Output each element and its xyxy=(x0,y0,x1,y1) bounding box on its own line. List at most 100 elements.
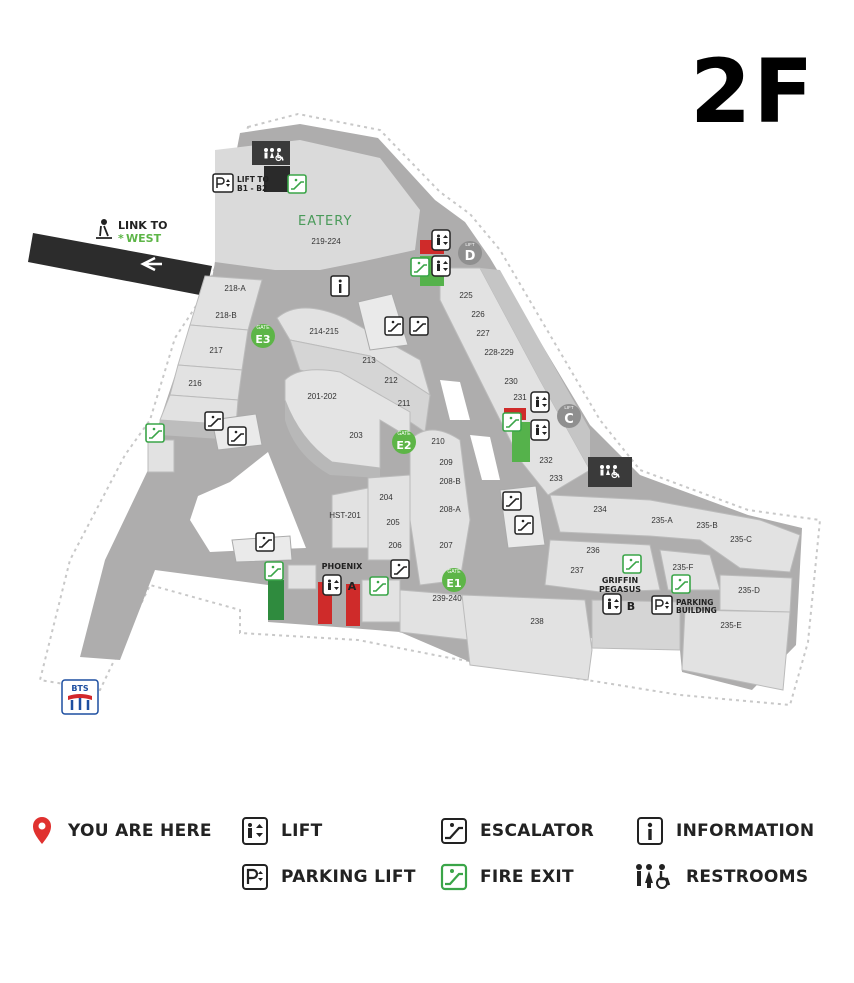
fire-exit-icon xyxy=(369,576,389,596)
information-icon xyxy=(330,275,350,297)
arrow-left-icon xyxy=(140,256,162,272)
unit-number: 227 xyxy=(476,329,490,338)
unit-number: 208-B xyxy=(439,477,460,486)
unit-number: 201-202 xyxy=(307,392,337,401)
unit-number: 233 xyxy=(549,474,563,483)
legend-escalator: ESCALATOR xyxy=(440,816,594,846)
unit-number: 212 xyxy=(384,376,398,385)
parking-label-1: PARKING xyxy=(676,598,713,607)
link-line1: LINK TO xyxy=(118,219,168,232)
link-corridor xyxy=(28,233,212,296)
fire-exit-icon xyxy=(622,554,642,574)
legend-lift: LIFT xyxy=(241,816,323,846)
lift-b-label: B xyxy=(627,600,635,613)
unit-number: 216 xyxy=(188,379,202,388)
unit-number: 228-229 xyxy=(484,348,514,357)
unit-number: 214-215 xyxy=(309,327,339,336)
eatery-units: 219-224 xyxy=(311,237,341,246)
information-icon xyxy=(637,817,663,845)
legend-you-are-here: YOU ARE HERE xyxy=(28,816,212,846)
link-star: * xyxy=(118,232,124,245)
lift-icon xyxy=(602,593,622,615)
unit-number: 230 xyxy=(504,377,518,386)
unit-number: HST-201 xyxy=(329,511,361,520)
parking-lift-icon xyxy=(242,864,268,890)
legend-you-are-here-label: YOU ARE HERE xyxy=(68,821,212,841)
map-boundary xyxy=(38,112,822,707)
unit-number: 235-D xyxy=(738,586,760,595)
unit-number: 231 xyxy=(513,393,527,402)
parking-lift-icon xyxy=(651,595,673,615)
fire-exit-icon xyxy=(440,863,468,891)
unit-number: 205 xyxy=(386,518,400,527)
escalator-icon xyxy=(255,532,275,552)
fire-exit-icon xyxy=(145,423,165,443)
lift-to-label: LIFT TO xyxy=(237,175,269,184)
unit-number: 238 xyxy=(530,617,544,626)
lift-icon xyxy=(530,419,550,441)
unit-number: 235-B xyxy=(696,521,717,530)
unit-number: 235-F xyxy=(673,563,694,572)
lift-d-word: LIFT xyxy=(465,242,475,247)
unit-labels: 225226227228-229230231232233218-A218-B21… xyxy=(188,284,760,630)
unit-number: 235-E xyxy=(720,621,741,630)
unit-number: 235-C xyxy=(730,535,752,544)
legend-escalator-label: ESCALATOR xyxy=(480,821,594,841)
lift-b1-b2-label: B1 - B2 xyxy=(237,184,267,193)
gate-e2-code: E2 xyxy=(396,439,411,452)
escalator-icon xyxy=(441,818,467,844)
unit-number: 225 xyxy=(459,291,473,300)
gate-e3-word: GATE xyxy=(256,325,270,331)
unit-number: 208-A xyxy=(439,505,461,514)
gate-e2-marker: GATE E2 xyxy=(392,430,416,454)
restroom-icon xyxy=(636,864,671,889)
gate-e1-code: E1 xyxy=(446,577,461,590)
lift-d-marker xyxy=(458,241,482,265)
phoenix-label: PHOENIX xyxy=(322,562,363,571)
fire-exit-icon xyxy=(671,574,691,594)
restroom-block-top xyxy=(252,141,290,165)
floor-title: 2F xyxy=(690,40,816,143)
lift-icon xyxy=(530,391,550,413)
bts-logo: BTS xyxy=(61,679,99,715)
pegasus-label: PEGASUS xyxy=(599,585,641,594)
escalator-icon xyxy=(384,316,404,336)
bts-label: BTS xyxy=(71,684,89,693)
unit-number: 211 xyxy=(398,399,411,408)
gate-e1-word: GATE xyxy=(447,569,461,575)
fire-exit-icon xyxy=(410,257,430,277)
fire-exit-icon xyxy=(287,174,307,194)
lift-icon xyxy=(431,229,451,251)
parking-label-2: BUILDING xyxy=(676,606,717,615)
unit-number: 207 xyxy=(439,541,453,550)
unit-number: 237 xyxy=(570,566,584,575)
lift-c-marker xyxy=(557,404,581,428)
floor-map: LIFT D LIFT C GATE E3 GATE E2 GATE E1 LI… xyxy=(28,112,822,715)
unit-number: 234 xyxy=(593,505,607,514)
unit-number: 217 xyxy=(209,346,223,355)
unit-number: 213 xyxy=(362,356,376,365)
location-pin-icon xyxy=(33,817,51,844)
unit-number: 210 xyxy=(431,437,445,446)
legend-information-label: INFORMATION xyxy=(676,821,815,841)
courtyard xyxy=(190,452,306,552)
griffin-label: GRIFFIN xyxy=(602,576,638,585)
lift-icon xyxy=(322,574,342,596)
restroom-block-right xyxy=(588,457,632,487)
unit-number: 209 xyxy=(439,458,453,467)
gate-e3-marker: GATE E3 xyxy=(251,324,275,348)
lift-d-label: D xyxy=(465,249,476,264)
unit-number: 235-A xyxy=(651,516,673,525)
unit-number: 232 xyxy=(539,456,553,465)
unit-number: 226 xyxy=(471,310,485,319)
gate-e2-word: GATE xyxy=(397,431,411,437)
unit-number: 204 xyxy=(379,493,393,502)
legend-restrooms-label: RESTROOMS xyxy=(686,867,809,887)
legend-restrooms: RESTROOMS xyxy=(634,862,808,892)
legend-lift-label: LIFT xyxy=(281,821,323,841)
escalator-icon xyxy=(502,491,522,511)
lift-a-label: A xyxy=(348,580,357,593)
escalator-icon xyxy=(390,559,410,579)
fire-exit-icon xyxy=(502,412,522,432)
gate-e1-marker: GATE E1 xyxy=(442,568,466,592)
